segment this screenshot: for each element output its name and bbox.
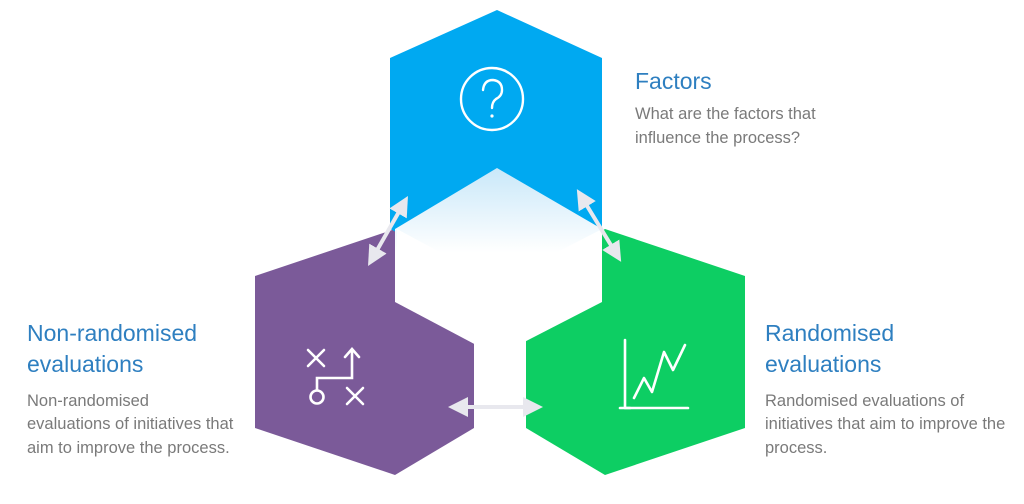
non-randomised-title-line1: Non-randomised (27, 320, 198, 346)
question-circle-icon (459, 66, 525, 132)
randomised-label: Randomised evaluations Randomised evalua… (765, 318, 1015, 461)
randomised-title-line2: evaluations (765, 351, 882, 378)
double-arrow-icon (368, 196, 408, 266)
center-channel (474, 276, 526, 444)
factors-label: Factors What are the factors that influe… (635, 66, 885, 151)
factors-title: Factors (635, 68, 712, 94)
non-randomised-label: Non-randomised evaluations Non-randomise… (27, 318, 247, 461)
line-chart-icon (618, 338, 690, 410)
factors-description: What are the factors that influence the … (635, 105, 816, 148)
non-randomised-description: Non-randomised evaluations of initiative… (27, 391, 234, 458)
double-arrow-icon (576, 189, 622, 262)
randomised-title-line1: Randomised (765, 320, 895, 346)
randomised-description: Randomised evaluations of initiatives th… (765, 391, 1006, 458)
non-randomised-title-line2: evaluations (27, 351, 144, 378)
strategy-play-icon (306, 347, 365, 406)
